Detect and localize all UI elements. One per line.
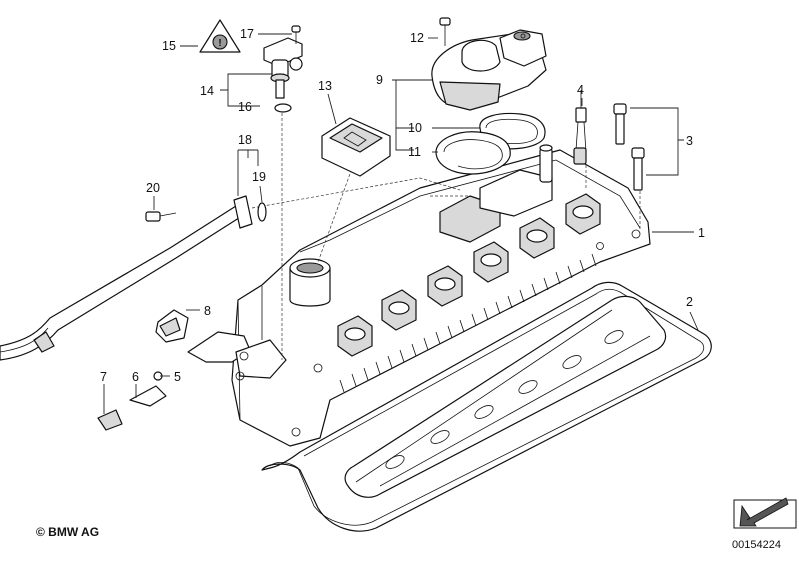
orientation-arrow-icon [733,497,797,529]
clip-7 [97,409,123,431]
pcv-valve-seat [439,144,553,243]
callout-7: 7 [100,370,107,384]
bolts-3 [613,103,645,191]
callout-16: 16 [238,100,252,114]
copyright: © BMW AG [36,525,99,539]
callout-1: 1 [698,226,705,240]
callout-19: 19 [252,170,266,184]
warning-label-15: ! [199,19,241,53]
oil-filler-neck [289,258,331,307]
clip-8 [155,309,189,343]
vent-hose [0,205,243,361]
o-ring-16 [274,103,292,113]
camshaft-sensor [263,37,303,99]
callout-4: 4 [577,83,584,97]
assembly-lines [251,108,641,360]
cylinder-head-cover [187,144,651,447]
image-number: 00154224 [732,539,781,551]
callout-11: 11 [408,145,421,159]
callout-5: 5 [174,370,181,384]
cover-ribs [339,253,597,393]
pcv-valve [431,29,547,111]
callout-3: 3 [686,134,693,148]
callout-13: 13 [318,79,332,93]
front-bracket [187,331,287,381]
callout-15: 15 [162,39,176,53]
leader-lines [103,33,699,414]
bolt-12 [439,17,451,46]
spark-plug-seal-rings [385,330,624,469]
mounting-holes [291,229,641,437]
spark-plug-bosses [337,193,601,357]
callout-10: 10 [408,121,422,135]
callout-9: 9 [376,73,383,87]
callout-17: 17 [240,27,254,41]
bracket-6 [129,371,167,407]
callout-14: 14 [200,84,214,98]
callout-8: 8 [204,304,211,318]
vent-hose-flange [233,195,267,229]
bolt-20 [145,211,177,222]
callout-numbers: 1 2 3 4 5 6 7 8 9 10 11 12 13 14 15 16 1… [100,27,705,384]
valve-cover-gasket [261,281,712,532]
warning-symbol: ! [218,38,221,49]
callout-20: 20 [146,181,160,195]
screw-17 [291,25,301,44]
oil-filler-cap [321,117,391,177]
callout-6: 6 [132,370,139,384]
callout-18: 18 [238,133,252,147]
callout-2: 2 [686,295,693,309]
gasket-11 [435,131,511,175]
callout-12: 12 [410,31,424,45]
bolt-4 [573,90,587,165]
